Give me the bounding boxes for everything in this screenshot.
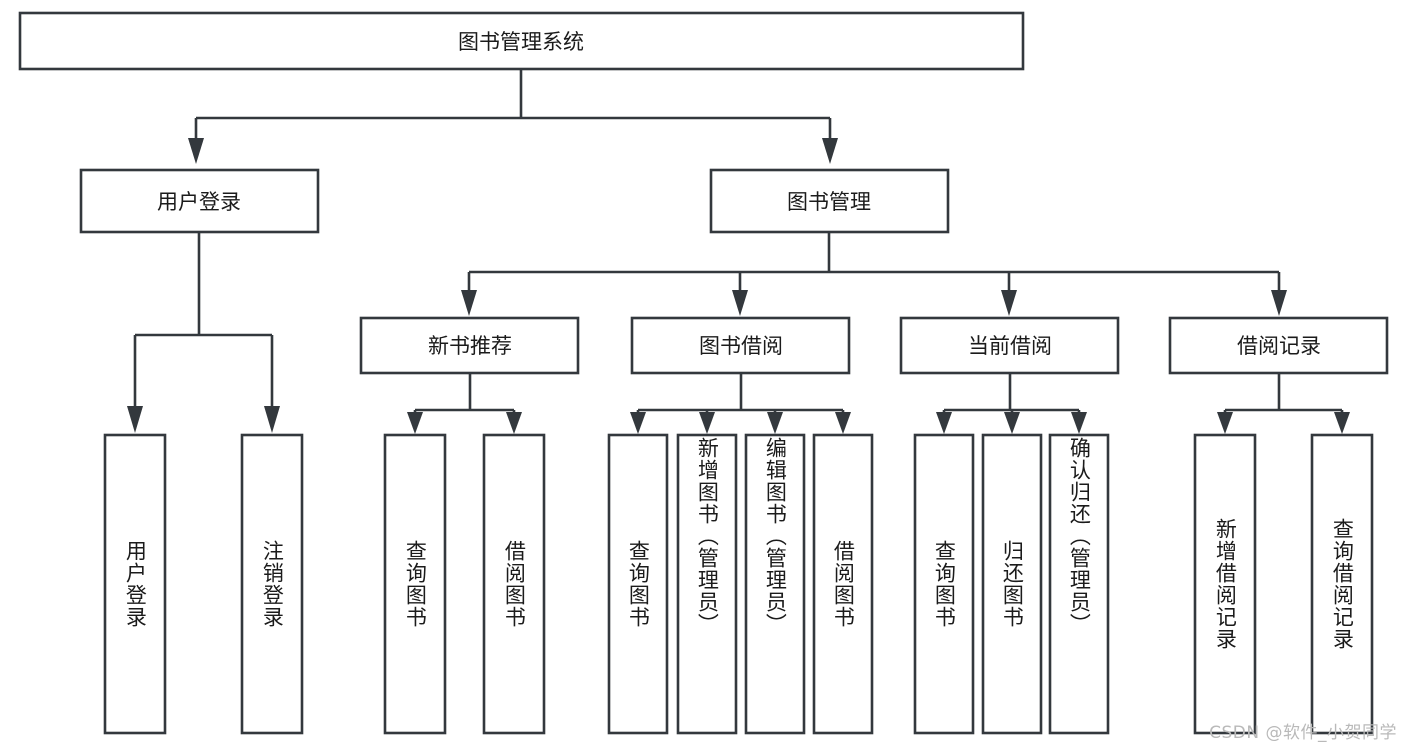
arrow-cb-l3 <box>1071 412 1087 434</box>
node-current-borrow[interactable]: 当前借阅 <box>899 316 1120 375</box>
node-user-login-label: 用户登录 <box>157 190 241 214</box>
node-current-borrow-label: 当前借阅 <box>968 334 1052 358</box>
leaf-box-bb-add[interactable] <box>676 433 738 735</box>
arrow-newbook-l1 <box>407 412 423 434</box>
node-book-borrow-label: 图书借阅 <box>699 334 783 358</box>
node-borrow-record-box[interactable] <box>1168 316 1389 375</box>
arrow-bb-l3 <box>767 412 783 434</box>
leaf-box-logout[interactable] <box>240 433 304 735</box>
node-book-borrow[interactable]: 图书借阅 <box>630 316 851 375</box>
arrow-bm-c3 <box>1001 290 1017 316</box>
arrow-bb-l4 <box>835 412 851 434</box>
arrow-newbook-l2 <box>506 412 522 434</box>
leaf-box-bb-borrow[interactable] <box>812 433 874 735</box>
leaf-box-br-query[interactable] <box>1310 433 1374 735</box>
arrow-user-login-leaf1 <box>127 406 143 433</box>
arrow-bb-l1 <box>630 412 646 434</box>
node-book-manage-box[interactable] <box>709 168 950 234</box>
leaf-box-newbook-borrow[interactable] <box>482 433 546 735</box>
arrow-user-login-leaf2 <box>264 406 280 433</box>
node-user-login[interactable]: 用户登录 <box>79 168 320 234</box>
arrow-br-l1 <box>1217 412 1233 434</box>
arrow-root-to-user <box>188 138 204 164</box>
arrow-bm-c1 <box>461 290 477 316</box>
node-book-borrow-box[interactable] <box>630 316 851 375</box>
arrow-cb-l2 <box>1004 412 1020 434</box>
leaf-box-bb-query[interactable] <box>607 433 669 735</box>
arrow-bb-l2 <box>699 412 715 434</box>
node-root[interactable]: 图书管理系统 <box>18 11 1025 71</box>
node-root-label: 图书管理系统 <box>458 30 584 54</box>
leaf-box-cb-confirm[interactable] <box>1048 433 1110 735</box>
watermark-text: CSDN @软件_小贺同学 <box>1209 723 1397 743</box>
node-new-book-box[interactable] <box>359 316 580 375</box>
arrow-br-l2 <box>1334 412 1350 434</box>
leaf-box-cb-query[interactable] <box>913 433 975 735</box>
leaf-box-bb-edit[interactable] <box>744 433 806 735</box>
node-new-book-label: 新书推荐 <box>428 334 512 358</box>
leaf-box-user-login[interactable] <box>103 433 167 735</box>
leaf-box-br-add[interactable] <box>1193 433 1257 735</box>
arrow-root-to-book <box>822 138 838 164</box>
arrow-bm-c4 <box>1271 290 1287 316</box>
arrow-cb-l1 <box>936 412 952 434</box>
node-borrow-record-label: 借阅记录 <box>1237 334 1321 358</box>
arrow-bm-c2 <box>732 290 748 316</box>
node-borrow-record[interactable]: 借阅记录 <box>1168 316 1389 375</box>
node-root-box[interactable] <box>18 11 1025 71</box>
node-book-manage-label: 图书管理 <box>787 190 871 214</box>
leaf-box-cb-return[interactable] <box>981 433 1043 735</box>
node-current-borrow-box[interactable] <box>899 316 1120 375</box>
leaf-box-newbook-query[interactable] <box>383 433 447 735</box>
node-book-manage[interactable]: 图书管理 <box>709 168 950 234</box>
node-new-book[interactable]: 新书推荐 <box>359 316 580 375</box>
